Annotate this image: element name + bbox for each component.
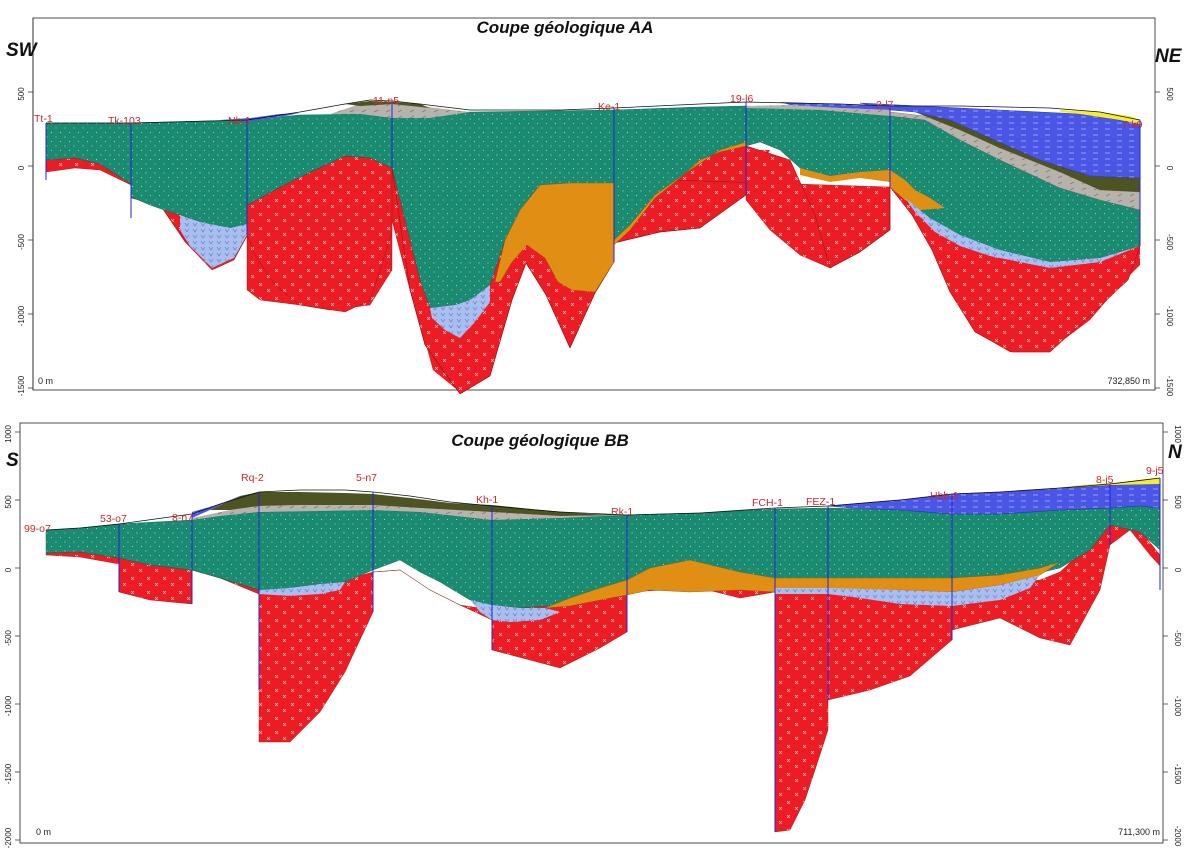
layer-blue-aa [859,102,1141,179]
tick-label-aa-3: -1000 [17,305,26,326]
wells-bb [118,478,1161,832]
well-label-aa-0: Tt-1 [34,113,53,125]
layer-yellow-aa [1060,110,1140,124]
distance-end-bb: 711,300 m [1118,827,1160,837]
title-bb: Coupe géologique BB [451,431,629,450]
layer-lightblue-aa-west [180,215,247,268]
distance-start-bb: 0 m [36,827,51,837]
layer-orange-aa [494,141,747,293]
direction-right-bb: N [1168,442,1183,463]
tick-label-bb-right-4: -1000 [1173,696,1182,717]
direction-right-aa: NE [1155,46,1183,67]
tick-label-bb-right-2: 0 [1173,568,1182,573]
tick-label-bb-2: 0 [4,567,13,572]
tick-label-aa-right-2: -500 [1165,234,1174,251]
well-label-aa-1: Tk-103 [108,115,141,127]
wells-aa [45,102,1141,262]
tick-label-bb-5: -1500 [4,763,13,784]
layer-orange-aa-east2 [800,168,890,182]
section-aa: 500 0 -500 -1000 -1500 500 0 -500 -1000 … [6,17,1183,397]
direction-left-bb: S [6,450,19,471]
tick-label-aa-4: -1500 [17,375,26,396]
well-label-bb-10: 8-j5 [1096,474,1114,486]
depth-scale-left-bb [15,431,20,841]
tick-label-aa-right-4: -1500 [1165,376,1174,397]
tick-label-bb-right-6: -2000 [1173,826,1182,847]
well-label-bb-9: Hbb-1 [930,490,959,502]
well-label-bb-7: FCH-1 [752,497,783,509]
tick-label-bb-right-3: -500 [1173,630,1182,647]
layer-lightblue-aa-mid [430,285,490,338]
well-label-bb-1: 53-o7 [100,513,127,525]
layer-olive-aa-top [345,101,430,108]
layer-gray-bb [192,505,627,520]
layer-orange-aa-east [890,170,945,210]
direction-left-aa: SW [6,40,39,61]
tick-label-bb-4: -1000 [4,695,13,716]
well-label-aa-6: 2-l7 [876,99,894,111]
tick-label-bb-3: -500 [4,629,13,646]
layer-gray-aa-top [330,103,470,118]
basement-volcanic-bb [45,524,1161,833]
layer-olive-bb [210,492,627,516]
tick-label-aa-2: -500 [17,233,26,250]
well-label-bb-8: FEZ-1 [806,496,835,508]
depth-scale-right-bb [1163,431,1168,841]
section-bb: 1000 500 0 -500 -1000 -1500 -2000 1000 5… [4,422,1183,848]
tick-label-bb-right-0: 1000 [1173,425,1182,443]
well-label-bb-6: Rk-1 [611,506,633,518]
well-label-aa-3: 11-n5 [373,95,399,107]
tick-label-bb-1: 500 [4,495,13,509]
well-label-bb-5: Kh-1 [476,494,498,506]
tick-label-bb-right-5: -1500 [1173,764,1182,785]
well-label-bb-2: 8-n7 [172,512,193,524]
layer-blue-aa-right-top [780,102,890,110]
title-aa: Coupe géologique AA [477,18,654,37]
depth-scale-right-aa [1155,91,1160,389]
layer-gray-aa-right-top [746,105,890,116]
tick-label-bb-6: -2000 [4,827,13,848]
tick-label-bb-0: 1000 [4,425,13,443]
depth-scale-left-aa [28,18,34,390]
well-label-aa-7: 7-k9 [1122,119,1143,131]
well-label-aa-2: Nb-1 [228,115,251,127]
tick-label-bb-right-1: 500 [1173,495,1182,509]
well-label-aa-5: 19-l6 [730,93,754,105]
layer-olive-aa [915,112,1140,192]
well-label-bb-0: 99-o7 [24,523,51,535]
surface-aa [46,99,1141,124]
tick-label-aa-right-3: -1000 [1165,306,1174,327]
well-label-bb-3: Rq-2 [241,472,264,484]
layer-orange-bb [544,559,1061,609]
distance-end-aa: 732,850 m [1107,376,1150,386]
layer-lightblue-aa-east [905,198,1140,268]
well-label-bb-11: 9-j5 [1146,465,1164,477]
tick-label-aa-right-0: 500 [1165,87,1174,101]
tick-label-aa-1: 0 [17,165,26,170]
well-label-bb-4: 5-n7 [356,472,377,484]
tick-label-aa-right-1: 0 [1165,166,1174,171]
layer-lightblue-bb-3 [775,575,1040,606]
well-label-aa-4: Ke-1 [598,101,620,113]
distance-start-aa: 0 m [38,376,53,386]
layer-lightblue-bb-1 [259,582,345,596]
tick-label-aa-0: 500 [17,87,26,101]
